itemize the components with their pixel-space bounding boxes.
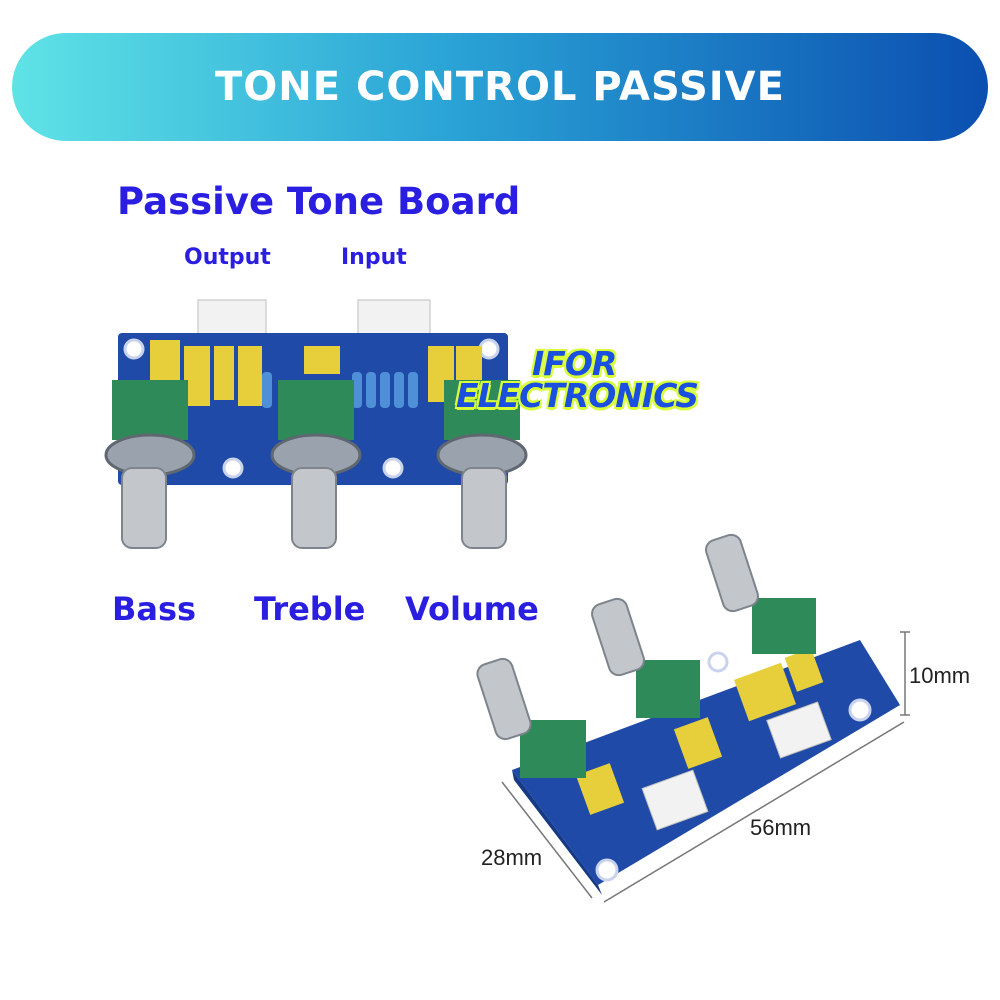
height-dimension-label: 10mm — [909, 663, 971, 688]
banner-title: TONE CONTROL PASSIVE — [215, 64, 785, 110]
length-dimension-line — [603, 721, 905, 903]
input-label: Input — [341, 245, 407, 270]
width-dimension-line — [501, 781, 593, 899]
volume-potentiometer — [444, 380, 520, 440]
volume-label: Volume — [405, 590, 539, 628]
product-illustration — [104, 299, 910, 903]
treble-shaft — [291, 467, 337, 549]
width-dimension-label: 28mm — [481, 845, 543, 870]
bass-label: Bass — [112, 590, 197, 628]
front-board — [104, 299, 528, 549]
watermark: IFOR ELECTRONICS — [456, 344, 699, 415]
watermark-line-1: IFOR — [532, 344, 617, 383]
capacitor — [304, 346, 340, 374]
capacitor — [184, 346, 210, 406]
board-title: Passive Tone Board — [117, 180, 521, 223]
length-dimension-label: 56mm — [750, 815, 812, 840]
treble-label: Treble — [254, 590, 366, 628]
bass-shaft — [121, 467, 167, 549]
treble-potentiometer — [278, 380, 354, 440]
output-label: Output — [184, 245, 271, 270]
capacitor — [456, 346, 482, 382]
capacitor — [150, 340, 180, 380]
capacitor — [238, 346, 262, 406]
volume-shaft — [461, 467, 507, 549]
angled-board — [476, 533, 910, 903]
title-banner: TONE CONTROL PASSIVE — [12, 33, 988, 141]
product-figure: Passive Tone Board Output Input Bass Tre… — [0, 150, 1000, 1000]
bass-potentiometer — [112, 380, 188, 440]
capacitor — [214, 346, 234, 400]
watermark-line-2: ELECTRONICS — [456, 376, 699, 415]
